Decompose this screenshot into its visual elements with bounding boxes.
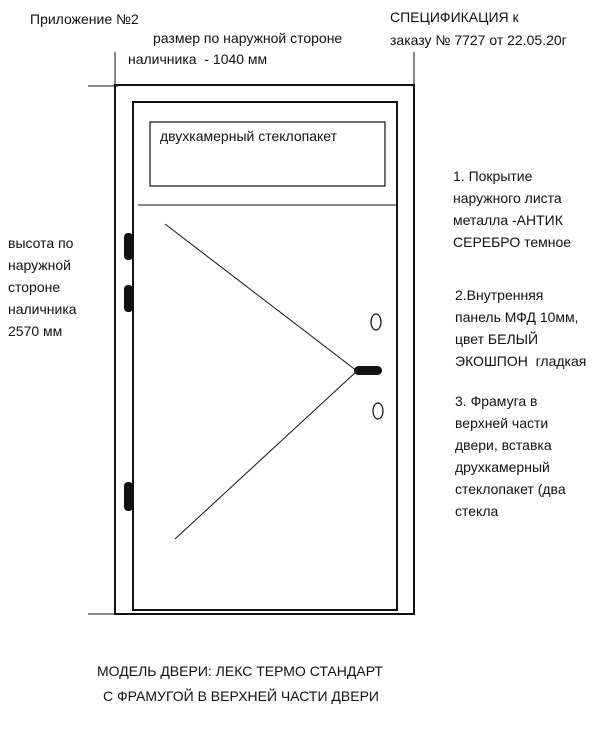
door-casing <box>114 84 415 615</box>
hinge-bottom <box>124 482 133 511</box>
note-line: ЭКОШПОН гладкая <box>455 353 587 369</box>
note-line: СЕРЕБРО темное <box>453 234 572 250</box>
note-2: 2.Внутренняя панель МФД 10мм, цвет БЕЛЫЙ… <box>455 284 586 372</box>
note-line: 1. Покрытие <box>453 168 533 184</box>
note-line: стекла <box>455 503 499 519</box>
door-model-subtitle: С ФРАМУГОЙ В ВЕРХНЕЙ ЧАСТИ ДВЕРИ <box>103 688 379 704</box>
note-line: металла -АНТИК <box>453 212 563 228</box>
door-leaf <box>132 101 398 611</box>
hinge-top <box>124 233 133 260</box>
spec-order-number: заказу № 7727 от 22.05.20г <box>390 32 567 48</box>
opening-line-top <box>164 223 358 372</box>
width-dimension-label-1: размер по наружной стороне <box>153 30 343 46</box>
height-line: 2570 мм <box>8 323 63 339</box>
note-1: 1. Покрытие наружного листа металла -АНТ… <box>453 165 571 253</box>
height-line: наличника <box>8 301 77 317</box>
note-line: 3. Фрамуга в <box>455 393 538 409</box>
door-model-title: МОДЕЛЬ ДВЕРИ: ЛЕКС ТЕРМО СТАНДАРТ <box>97 663 383 679</box>
note-line: друхкамерный <box>455 459 550 475</box>
note-line: верхней части <box>455 415 549 431</box>
height-line: наружной <box>8 257 72 273</box>
height-line: стороне <box>8 279 61 295</box>
note-line: 2.Внутренняя <box>455 287 544 303</box>
transom-label: двухкамерный стеклопакет <box>160 128 338 144</box>
note-line: стеклопакет (два <box>455 481 566 497</box>
spec-title: СПЕЦИФИКАЦИЯ к <box>390 9 519 25</box>
opening-line-bottom <box>174 370 358 540</box>
note-line: цвет БЕЛЫЙ <box>455 331 539 347</box>
hinge-middle <box>124 285 133 312</box>
lower-lock-cylinder <box>372 402 384 420</box>
note-3: 3. Фрамуга в верхней части двери, вставк… <box>455 390 566 522</box>
width-dimension-label-2: наличника - 1040 мм <box>128 51 268 67</box>
note-line: двери, вставка <box>455 437 552 453</box>
door-handle <box>354 366 382 375</box>
appendix-label: Приложение №2 <box>30 11 139 27</box>
note-line: панель МФД 10мм, <box>455 309 579 325</box>
note-line: наружного листа <box>453 190 562 206</box>
transom-glass-panel <box>149 121 386 187</box>
upper-lock-cylinder <box>370 313 382 331</box>
height-line: высота по <box>8 235 74 251</box>
height-dimension-label: высота по наружной стороне наличника 257… <box>8 232 77 342</box>
